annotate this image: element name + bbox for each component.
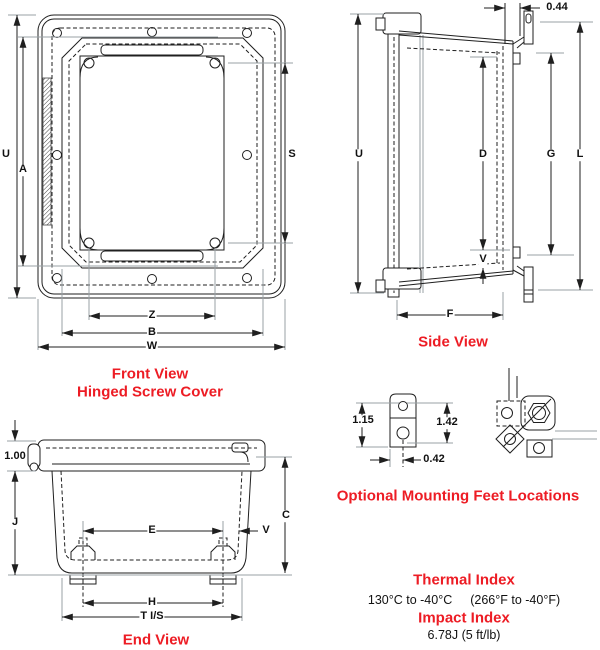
dim-label-end-e: E [147, 524, 157, 537]
thermal-range-fahrenheit: (266°F to -40°F) [470, 593, 561, 607]
inner-boss-holes [83, 57, 221, 249]
lid-hinge-knuckle [27, 443, 41, 472]
dim-label-feet-042: 0.42 [422, 453, 446, 466]
dim-label-end-j: J [10, 516, 20, 529]
dim-label-side-u: U [354, 148, 364, 161]
side-view-title: Side View [418, 333, 488, 351]
front-view-drawing [37, 14, 286, 299]
mounting-bosses [70, 534, 236, 607]
thermal-range-celsius: 130°C to -40°C [367, 593, 453, 607]
thermal-index-values: 130°C to -40°C (266°F to -40°F) [368, 593, 560, 607]
corner-feet-detail [495, 368, 597, 458]
dim-label-feet-142: 1.42 [435, 416, 459, 429]
dim-label-front-a: A [18, 163, 28, 176]
dim-label-side-044: 0.44 [545, 1, 569, 14]
end-view-drawing [8, 439, 292, 607]
thermal-index-title: Thermal Index [413, 571, 515, 589]
dim-label-side-v: V [478, 253, 488, 266]
end-view-title: End View [122, 631, 190, 649]
dim-label-end-c: C [281, 509, 291, 522]
hinge-hatch [42, 77, 52, 226]
mounting-bracket-top [512, 10, 534, 49]
end-view-dimensions [7, 420, 292, 621]
cover-latch-top [375, 12, 422, 35]
dim-label-front-b: B [147, 326, 157, 339]
dim-label-end-tis: T I/S [139, 610, 165, 623]
dim-label-feet-115: 1.15 [351, 414, 375, 427]
dim-label-end-h: H [147, 596, 157, 609]
mounting-bracket-bottom [512, 265, 534, 303]
dim-label-front-z: Z [147, 309, 157, 322]
impact-index-title: Impact Index [418, 609, 510, 627]
dim-label-front-s: S [287, 148, 297, 161]
cover-latch-bottom [375, 267, 422, 293]
dim-label-front-u: U [1, 148, 11, 161]
impact-index-value: 6.78J (5 ft/lb) [427, 628, 501, 642]
dim-label-end-v: V [261, 524, 271, 537]
dim-label-end-100: 1.00 [3, 450, 27, 463]
mounting-feet-title: Optional Mounting Feet Locations [336, 487, 580, 505]
dim-label-side-d: D [478, 148, 488, 161]
front-view-title: Front View [111, 365, 189, 383]
mounting-feet [69, 574, 237, 585]
side-view-drawing [375, 10, 534, 303]
dim-label-side-f: F [445, 308, 455, 321]
front-view-subtitle: Hinged Screw Cover [77, 383, 223, 401]
dim-label-side-l: L [575, 148, 585, 161]
dim-label-side-g: G [545, 148, 557, 161]
dim-label-front-w: W [145, 340, 159, 353]
